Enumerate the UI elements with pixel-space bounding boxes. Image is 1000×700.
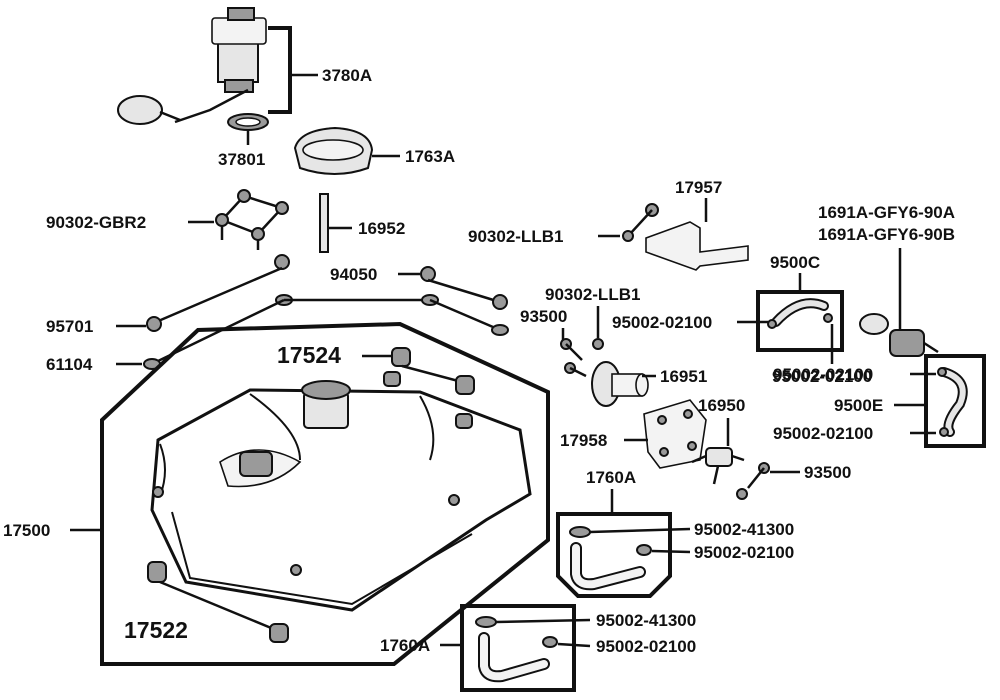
label-1691A-GFY6-90A: 1691A-GFY6-90A: [818, 203, 955, 222]
pin-16952: [319, 193, 329, 253]
label-93500-b: 93500: [804, 463, 851, 482]
grommet-17522: [147, 561, 289, 643]
seal-37801: [227, 113, 269, 131]
label-37801: 37801: [218, 150, 265, 169]
label-95002-41300-a: 95002-41300: [694, 520, 794, 539]
label-95002-41300-b: 95002-41300: [596, 611, 696, 630]
label-16952: 16952: [358, 219, 405, 238]
label-1760A-lower: 1760A: [380, 636, 430, 655]
label-17524: 17524: [277, 342, 341, 368]
label-3780A: 3780A: [322, 66, 372, 85]
hose-1760A-upper: [569, 526, 652, 591]
label-95701: 95701: [46, 317, 93, 336]
label-95002-02100-e: 95002-02100: [694, 543, 794, 562]
bracket-90302-GBR2: [215, 189, 289, 250]
screws-93500: [560, 338, 604, 378]
label-16950: 16950: [698, 396, 745, 415]
fuel-filter-1691A: [859, 313, 939, 357]
hose-9500E: [937, 367, 968, 437]
label-94050: 94050: [330, 265, 377, 284]
bolt-95701: [146, 254, 290, 332]
nut-94050: [420, 266, 508, 310]
label-90302-LLB1-top: 90302-LLB1: [468, 227, 563, 246]
box-9500E: [924, 354, 986, 448]
label-1760A-upper: 1760A: [586, 468, 636, 487]
bolt-90302-LLB1-top: [622, 203, 659, 242]
hose-1760A-lower: [475, 616, 558, 683]
label-17958: 17958: [560, 431, 607, 450]
label-9500C: 9500C: [770, 253, 820, 272]
label-93500-a: 93500: [520, 307, 567, 326]
label-17500: 17500: [3, 521, 50, 540]
screw-93500-right: [736, 462, 770, 500]
fuel-tank-17500: [150, 371, 532, 612]
label-90302-LLB1-second: 90302-LLB1: [545, 285, 640, 304]
label-16951: 16951: [660, 367, 707, 386]
label-95002-02100-f: 95002-02100: [596, 637, 696, 656]
fuel-pump-3780A: [117, 7, 267, 125]
box-1760A-lower: [460, 604, 576, 692]
grommet-17524: [391, 347, 475, 395]
label-95002-02100-c: 95002-02100: [773, 365, 873, 384]
fitting-16951: [591, 361, 649, 407]
bracket-3780A: [268, 26, 292, 114]
label-9500E: 9500E: [834, 396, 883, 415]
bracket-17957: [645, 221, 749, 271]
label-1763A: 1763A: [405, 147, 455, 166]
label-95002-02100-d: 95002-02100: [773, 424, 873, 443]
hose-9500C: [767, 298, 833, 329]
label-1691A-GFY6-90B: 1691A-GFY6-90B: [818, 225, 955, 244]
label-90302-GBR2: 90302-GBR2: [46, 213, 146, 232]
label-17522: 17522: [124, 617, 188, 643]
plate-17958: [643, 399, 707, 469]
box-1760A-upper: [556, 512, 672, 598]
tee-16950: [691, 447, 745, 485]
label-61104: 61104: [46, 355, 93, 374]
label-95002-02100-a: 95002-02100: [612, 313, 712, 332]
label-95002-02100-b: 95002-02100: [772, 367, 872, 386]
label-17957: 17957: [675, 178, 722, 197]
outline-17500: [100, 321, 550, 666]
fuel-cap-1763A: [293, 126, 374, 175]
